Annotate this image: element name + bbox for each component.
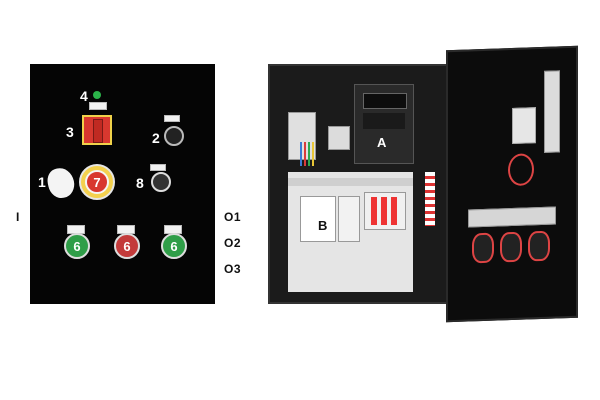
switch-box [328, 126, 350, 150]
door-switch [512, 107, 536, 144]
door-wiring [508, 153, 534, 187]
key-switch [151, 172, 171, 192]
nameplate [150, 164, 166, 171]
door-wiring-duct [468, 206, 556, 228]
label-2: 2 [152, 130, 160, 146]
output-label-3: O3 [224, 262, 242, 276]
green-pushbutton: 6 [161, 233, 187, 259]
label-b: B [318, 218, 328, 233]
nameplate [89, 102, 107, 110]
label-3: 3 [66, 124, 74, 140]
spiral-cable [425, 172, 435, 226]
label-a: A [377, 135, 387, 150]
output-label-1: O1 [224, 210, 242, 224]
pushbutton-backs [500, 231, 522, 263]
emergency-stop-mushroom: 7 [85, 170, 109, 194]
circuit-breakers [300, 196, 336, 242]
cabinet-door-open [446, 45, 578, 323]
pushbutton-backs [528, 230, 550, 262]
cable-duct [288, 178, 413, 186]
indicator-lamp [93, 91, 101, 99]
label-8: 8 [136, 175, 144, 191]
protective-cover [45, 165, 77, 201]
relay-block [364, 192, 406, 230]
green-pushbutton: 6 [64, 233, 90, 259]
label-1: 1 [38, 174, 46, 190]
frequency-inverter: A [354, 84, 414, 164]
selector-switch [164, 126, 184, 146]
terminal-block [288, 112, 316, 160]
input-label: I [16, 210, 20, 224]
door-panel: 4 3 2 1 7 8 6 6 6 [30, 64, 215, 304]
nameplate [164, 115, 180, 122]
red-pushbutton: 6 [114, 233, 140, 259]
cabinet-enclosure: A B [268, 64, 448, 304]
label-4: 4 [80, 88, 88, 104]
contactors [338, 196, 360, 242]
output-label-2: O2 [224, 236, 242, 250]
hinge-bracket [544, 70, 560, 153]
main-switch [82, 115, 112, 145]
mounting-plate: B [288, 172, 413, 292]
pushbutton-backs [472, 232, 494, 264]
